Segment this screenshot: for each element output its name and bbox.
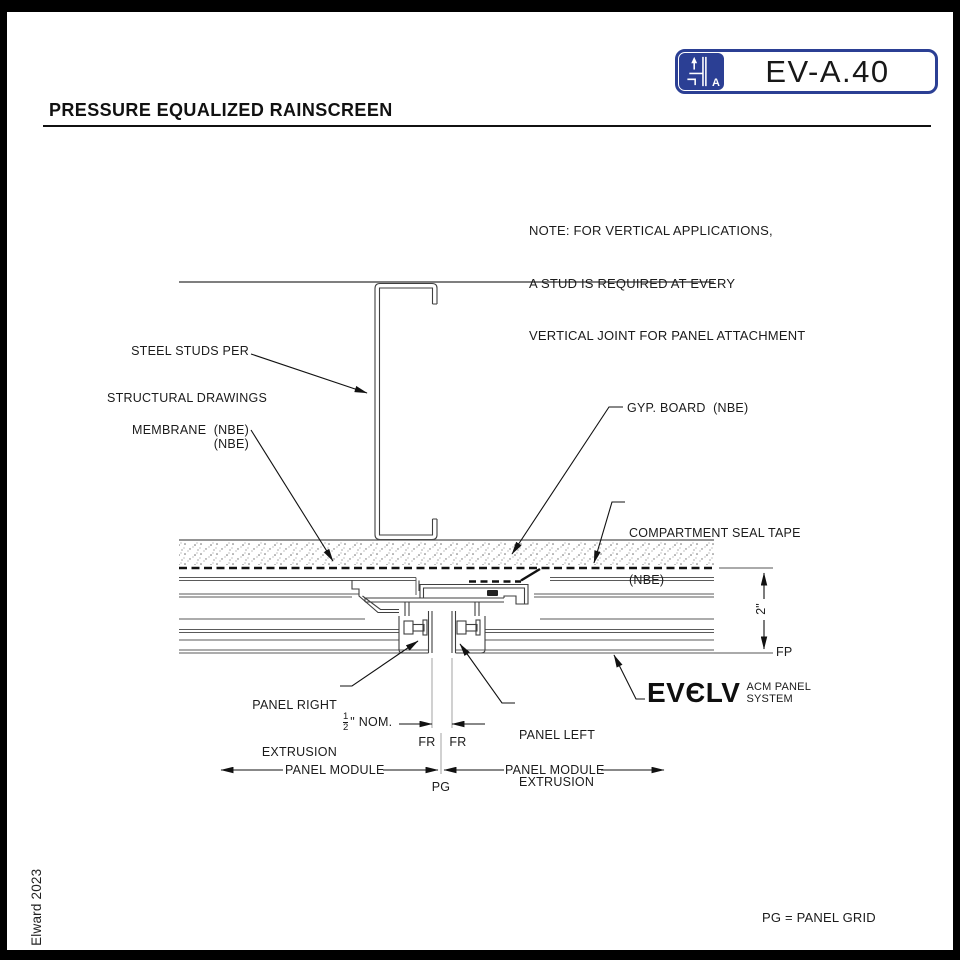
note-line: A STUD IS REQUIRED AT EVERY [529, 275, 736, 291]
panel-return-right [451, 611, 457, 653]
copyright-text: © Elward 2023 [29, 868, 44, 960]
dim-depth-2in: 2" [754, 603, 768, 615]
leader-gyp-board [511, 406, 623, 555]
leader-panel-left [459, 643, 515, 704]
legend-line: PG = PANEL GRID [762, 910, 876, 925]
sheet-number-badge: A EV-A.40 [675, 49, 938, 94]
leader-seal-tape [593, 501, 625, 564]
leader-lines [250, 353, 645, 704]
panel-layer-lines [179, 577, 714, 654]
half-fraction: 1 2 [343, 711, 349, 733]
dim-fp: FP [776, 645, 793, 659]
left-jaw [351, 580, 399, 614]
page-title: PRESSURE EQUALIZED RAINSCREEN [49, 100, 393, 120]
dim-pg: PG [431, 780, 451, 794]
sheet-number: EV-A.40 [765, 53, 890, 89]
callout-panel-right-extrusion: PANEL RIGHT EXTRUSION [252, 698, 337, 759]
fastener-left [403, 619, 428, 636]
retainer-plate [364, 597, 504, 603]
dim-half-inch-label: 1 2 " NOM. [343, 711, 393, 733]
title-rule [43, 125, 931, 128]
gyp-board [179, 539, 714, 565]
dim-panel-module-right: PANEL MODULE [505, 763, 605, 777]
bolt-channel-left [398, 616, 429, 654]
leader-panel-right [340, 640, 419, 687]
bolt-channel-right [455, 616, 486, 654]
abbreviation-legend: PG = PANEL GRID FP = FACE OF PANEL FR = … [762, 878, 922, 950]
callout-membrane: MEMBRANE (NBE) [132, 423, 249, 437]
joint-seal [487, 590, 498, 596]
callout-panel-left-extrusion: PANEL LEFT EXTRUSION [519, 728, 596, 789]
steel-stud [374, 282, 438, 541]
dimension-lines [220, 572, 768, 774]
callout-steel-studs: STEEL STUDS PER STRUCTURAL DRAWINGS (NBE… [107, 344, 268, 451]
leader-membrane [250, 429, 334, 562]
leader-steel-studs [250, 353, 368, 394]
note-line: NOTE: FOR VERTICAL APPLICATIONS, [529, 223, 773, 238]
dim-fr-right: FR [449, 735, 467, 749]
callout-gyp-board: GYP. BOARD (NBE) [627, 401, 749, 415]
dim-panel-module-left: PANEL MODULE [285, 763, 385, 777]
note-line: VERTICAL JOINT FOR PANEL ATTACHMENT [529, 328, 806, 343]
callout-seal-tape: COMPARTMENT SEAL TAPE (NBE) [629, 526, 801, 587]
dim-fr-left: FR [418, 735, 436, 749]
fastener-right [456, 619, 481, 636]
leader-brand [613, 654, 645, 700]
compartment-seal-tape [469, 567, 541, 583]
extension-lines [431, 658, 453, 774]
elward-logo-icon: A [679, 53, 724, 90]
logo-letter: A [712, 77, 720, 89]
joint-extrusions [351, 580, 529, 654]
evolv-suffix: ACM PANEL SYSTEM [746, 681, 812, 705]
joint-cover-plate [419, 583, 529, 605]
dim-extension-lines [714, 567, 773, 654]
vertical-application-note: NOTE: FOR VERTICAL APPLICATIONS, A STUD … [529, 187, 805, 380]
panel-return-left [427, 611, 433, 653]
detail-drawing [179, 281, 773, 774]
